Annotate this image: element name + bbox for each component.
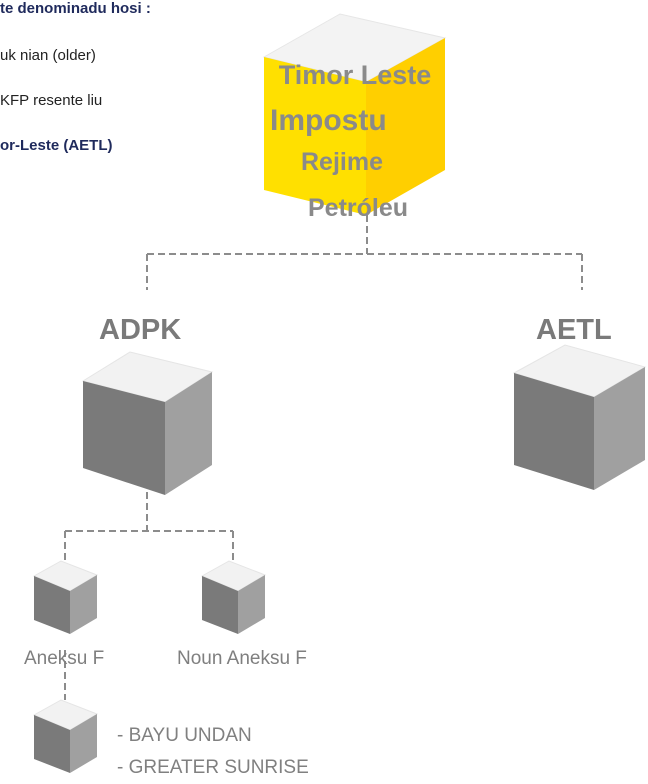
aneksu-f-label: Aneksu F — [24, 648, 105, 669]
greater-sunrise-label: - GREATER SUNRISE — [117, 757, 309, 778]
root-label-line-3: Rejime — [301, 148, 383, 176]
root-label-line-1: Timor Leste — [278, 60, 432, 90]
intro-line-2: uk nian (older) — [0, 47, 96, 64]
adpk-cube — [81, 351, 214, 495]
noun-aneksu-f-label: Noun Aneksu F — [177, 648, 307, 669]
bayu-undan-label: - BAYU UNDAN — [117, 725, 252, 746]
root-label-line-2: Impostu — [270, 104, 387, 137]
root-cube — [262, 13, 447, 215]
intro-line-4: or-Leste (AETL) — [0, 137, 113, 154]
noun-aneksu-f-cube — [200, 560, 267, 634]
intro-line-1: te denominadu hosi : — [0, 0, 151, 17]
intro-line-3: KFP resente liu — [0, 92, 103, 109]
aetl-cube — [512, 344, 647, 490]
adpk-title: ADPK — [99, 314, 182, 346]
aneksu-f-cube — [32, 560, 99, 634]
aetl-title: AETL — [536, 314, 612, 346]
gas-fields-cube — [32, 699, 99, 773]
root-label-line-4: Petróleu — [307, 194, 409, 222]
